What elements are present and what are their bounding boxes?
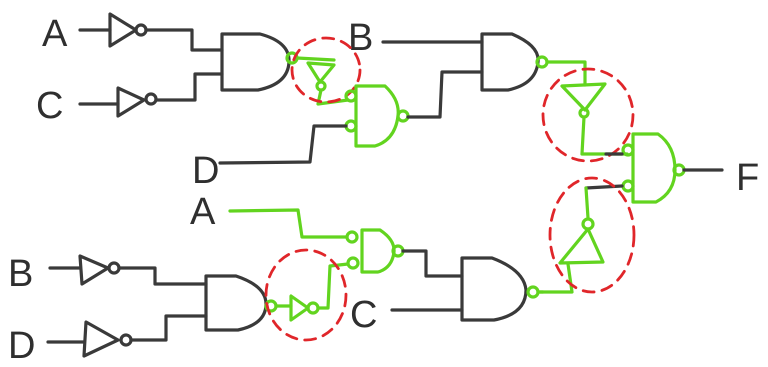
inverter-d-bottom [46, 320, 133, 358]
output-nand-gate [621, 132, 686, 204]
label-input-c-bottom: C [350, 294, 377, 336]
added-inverter-bottom-left [264, 262, 350, 322]
wire-not-a-to-and1 [144, 28, 224, 52]
label-input-a-mid: A [190, 191, 216, 233]
and-gate-1 [220, 32, 291, 92]
and-gate-7 [460, 256, 528, 322]
wire-nand2-to-and3 [406, 70, 484, 119]
highlight-circle-bottom-left [264, 248, 348, 342]
nand-gate-6 [345, 228, 405, 274]
and-gate-3 [480, 32, 540, 92]
highlight-circle-top-left [290, 36, 362, 104]
wire-nand6-to-and7 [401, 249, 464, 278]
added-inverter-right-bottom [538, 186, 605, 294]
added-inverter-top-left [285, 51, 350, 106]
label-input-d-bottom: D [8, 325, 35, 367]
and-gate-7-output-bubble [526, 285, 545, 299]
inverter-a-top [78, 12, 148, 48]
wire-not-d-to-and4 [129, 314, 208, 342]
label-output-f: F [736, 157, 759, 199]
label-input-b-top: B [348, 17, 373, 59]
label-input-c-top: C [36, 85, 63, 127]
highlight-circle-right-top [541, 67, 635, 163]
wire-not-b-to-and4 [117, 266, 208, 286]
label-input-d-mid: D [192, 150, 219, 192]
and-gate-4 [204, 274, 268, 332]
label-input-a-top: A [42, 13, 68, 55]
highlight-circle-right-bottom [548, 176, 636, 294]
wire-stub-lower [584, 184, 624, 190]
nand-gate-2 [344, 84, 410, 148]
inverter-b-bottom [48, 254, 121, 286]
wire-not-c-to-and1 [154, 72, 224, 102]
inverter-c-top [78, 86, 158, 118]
wire-a-mid-to-nand6 [228, 208, 348, 239]
label-input-b-bottom: B [8, 253, 33, 295]
wire-d-to-nand2 [218, 124, 348, 165]
